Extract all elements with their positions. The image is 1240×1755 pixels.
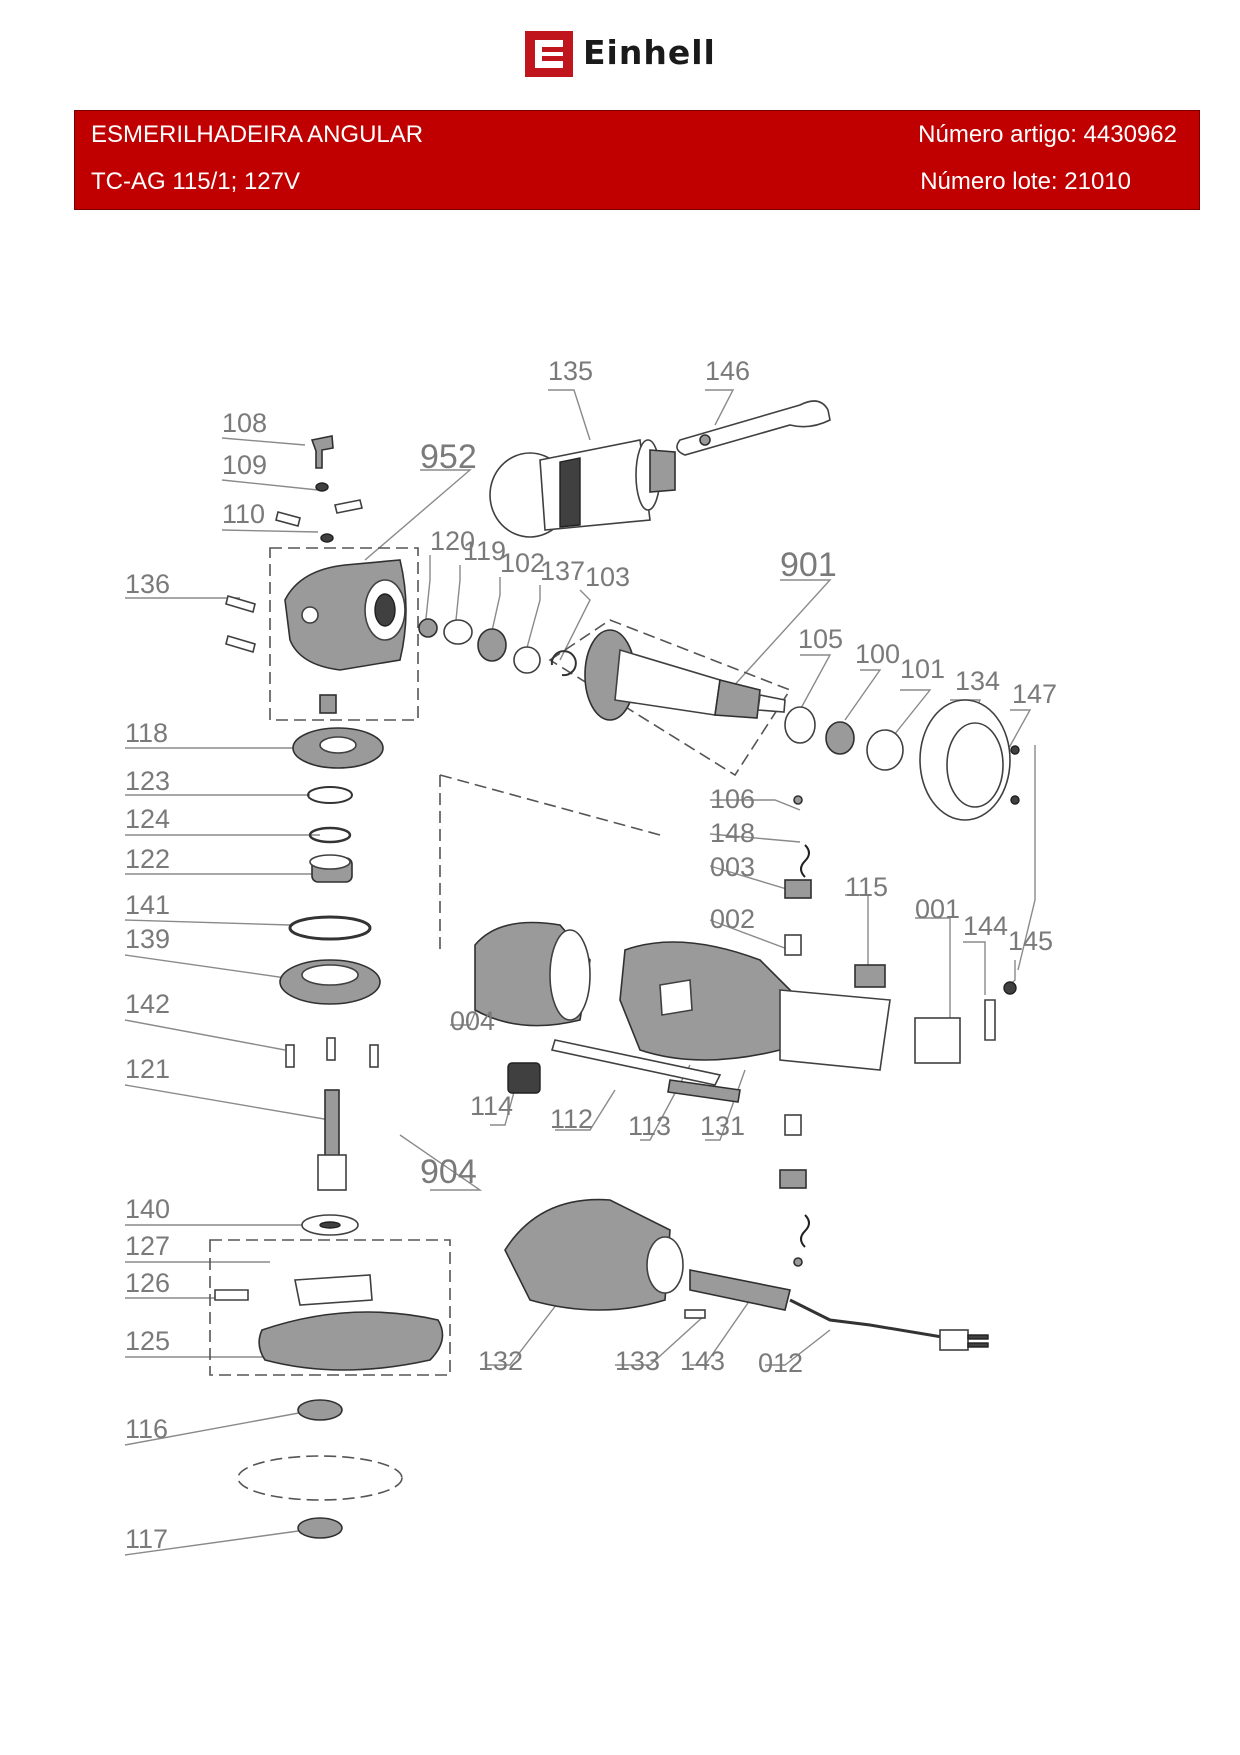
label-112: 112 bbox=[550, 1104, 593, 1134]
label-122: 122 bbox=[125, 844, 170, 874]
label-123: 123 bbox=[125, 766, 170, 796]
label-145: 145 bbox=[1008, 926, 1053, 956]
label-004: 004 bbox=[450, 1006, 495, 1036]
label-136: 136 bbox=[125, 569, 170, 599]
end-cap bbox=[919, 699, 1020, 821]
title-banner: ESMERILHADEIRA ANGULAR TC-AG 115/1; 127V… bbox=[74, 110, 1200, 210]
label-110: 110 bbox=[222, 499, 265, 529]
label-134: 134 bbox=[955, 666, 1000, 696]
label-003: 003 bbox=[710, 852, 755, 882]
einhell-logo: Einhell bbox=[525, 31, 745, 79]
lot-number: Número lote: 21010 bbox=[920, 168, 1131, 195]
housing-screws bbox=[225, 594, 256, 654]
label-002: 002 bbox=[710, 904, 755, 934]
armature-assembly-box bbox=[548, 619, 792, 777]
part-labels: 135 146 108 952 109 110 120 119 102 137 … bbox=[125, 356, 1057, 1554]
stator bbox=[474, 921, 591, 1027]
armature-rotor bbox=[584, 629, 786, 721]
label-105: 105 bbox=[798, 624, 843, 654]
label-001: 001 bbox=[915, 894, 960, 924]
label-125: 125 bbox=[125, 1326, 170, 1356]
label-126: 126 bbox=[125, 1268, 170, 1298]
label-135: 135 bbox=[548, 356, 593, 386]
carbon-brushes bbox=[779, 795, 812, 1267]
label-100: 100 bbox=[855, 639, 900, 669]
label-137: 137 bbox=[540, 556, 585, 586]
power-cord bbox=[684, 1269, 989, 1351]
flange-screws bbox=[285, 1037, 379, 1068]
label-143: 143 bbox=[680, 1346, 725, 1376]
gear-housing-assembly-box bbox=[269, 547, 419, 721]
label-140: 140 bbox=[125, 1194, 170, 1224]
rear-cover bbox=[504, 1198, 684, 1311]
label-132: 132 bbox=[478, 1346, 523, 1376]
gear-housing bbox=[284, 559, 407, 671]
product-title: ESMERILHADEIRA ANGULAR bbox=[91, 121, 424, 148]
stator-guide-line-top bbox=[439, 774, 661, 836]
label-109: 109 bbox=[222, 450, 267, 480]
label-120: 120 bbox=[430, 526, 475, 556]
bearing-flange bbox=[279, 915, 381, 1005]
label-139: 139 bbox=[125, 924, 170, 954]
product-model: TC-AG 115/1; 127V bbox=[91, 168, 300, 195]
label-108: 108 bbox=[222, 408, 267, 438]
label-131: 131 bbox=[700, 1111, 745, 1141]
label-116: 116 bbox=[125, 1414, 168, 1444]
label-141: 141 bbox=[125, 890, 170, 920]
bearing-row bbox=[319, 618, 577, 714]
label-114: 114 bbox=[470, 1091, 513, 1121]
bevel-gear bbox=[292, 727, 384, 769]
label-124: 124 bbox=[125, 804, 170, 834]
label-113: 113 bbox=[628, 1111, 671, 1141]
auxiliary-handle bbox=[489, 439, 676, 538]
label-101: 101 bbox=[900, 654, 945, 684]
label-117: 117 bbox=[125, 1524, 168, 1554]
guard-assembly-box bbox=[209, 1239, 451, 1376]
label-901: 901 bbox=[780, 546, 837, 584]
label-119: 119 bbox=[463, 536, 506, 566]
label-952: 952 bbox=[420, 438, 477, 476]
switch-slider bbox=[507, 1039, 741, 1103]
label-146: 146 bbox=[705, 356, 750, 386]
logo-mark-icon bbox=[525, 31, 573, 77]
label-147: 147 bbox=[1012, 679, 1057, 709]
washer bbox=[301, 1214, 359, 1236]
spanner-wrench bbox=[676, 400, 831, 456]
brand-name: Einhell bbox=[583, 33, 716, 72]
assembly-outlines bbox=[209, 547, 792, 1376]
spindle bbox=[317, 1089, 347, 1191]
motor-housing bbox=[619, 941, 891, 1071]
label-012: 012 bbox=[758, 1348, 803, 1378]
label-142: 142 bbox=[125, 989, 170, 1019]
label-148: 148 bbox=[710, 818, 755, 848]
label-106: 106 bbox=[710, 784, 755, 814]
switch-and-electronics bbox=[854, 964, 1017, 1064]
label-103: 103 bbox=[585, 562, 630, 592]
label-127: 127 bbox=[125, 1231, 170, 1261]
rear-bearings bbox=[784, 706, 904, 771]
label-121: 121 bbox=[125, 1054, 170, 1084]
small-screws-group bbox=[275, 435, 363, 543]
label-144: 144 bbox=[963, 911, 1008, 941]
article-number: Número artigo: 4430962 bbox=[918, 121, 1177, 148]
disc-and-flanges bbox=[237, 1399, 403, 1539]
label-115: 115 bbox=[845, 872, 888, 902]
label-118: 118 bbox=[125, 718, 168, 748]
spindle-rings bbox=[307, 786, 353, 883]
label-102: 102 bbox=[500, 548, 545, 578]
label-133: 133 bbox=[615, 1346, 660, 1376]
label-904: 904 bbox=[420, 1153, 477, 1191]
wheel-guard bbox=[214, 1274, 444, 1371]
